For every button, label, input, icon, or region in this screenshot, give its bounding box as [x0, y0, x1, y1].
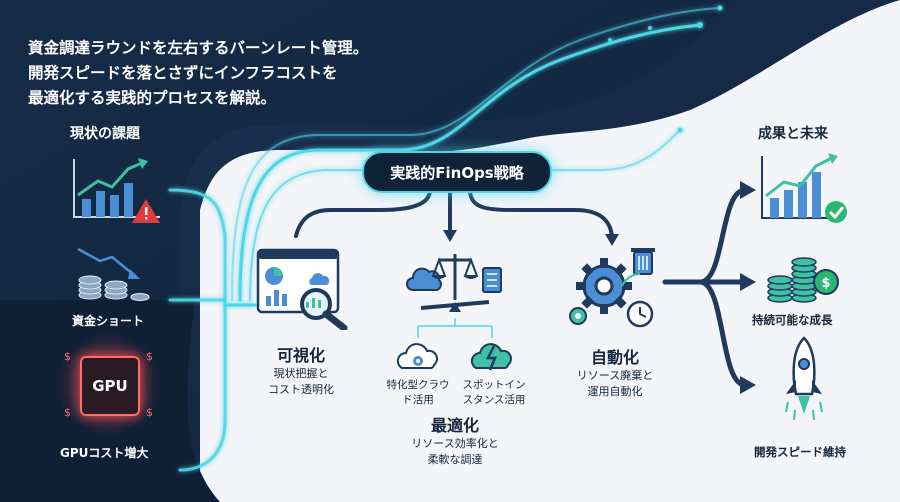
step-automate-desc: リソース廃棄と 運用自動化	[556, 368, 674, 400]
falling-coins-icon	[77, 247, 150, 301]
gpu-chip-icon: GPU	[80, 356, 140, 416]
rocket-icon	[785, 336, 823, 421]
sub-spot-instance-line-2: スタンス活用	[462, 394, 526, 406]
dashboard-magnifier-icon	[256, 248, 348, 330]
step-optimize-desc: リソース効率化と 柔軟な調達	[395, 436, 515, 468]
step-visualize-desc-line-1: 現状把握と	[273, 367, 329, 380]
gpu-chip-label: GPU	[92, 377, 128, 395]
balance-scale-icon	[406, 254, 502, 312]
step-visualize-desc: 現状把握と コスト透明化	[246, 366, 356, 398]
step-automate-desc-line-1: リソース廃棄と	[576, 369, 654, 382]
coins-stack-icon: $	[767, 257, 839, 303]
spot-instance-cloud-icon	[470, 343, 512, 371]
left-item-gpu-cost: GPUコスト増大	[60, 446, 149, 460]
sub-spot-instance-line-1: スポットイン	[462, 379, 526, 391]
step-visualize-desc-line-2: コスト透明化	[268, 383, 334, 396]
dollar-sign-icon: $	[146, 406, 153, 419]
headline-line-3: 最適化する実践的プロセスを解説。	[28, 89, 277, 107]
right-item-sustainable-growth: 持続可能な成長	[752, 313, 833, 327]
step-optimize-desc-line-1: リソース効率化と	[411, 437, 499, 450]
right-section-title: 成果と未来	[758, 126, 828, 142]
strategy-title-pill: 実践的FinOps戦略	[362, 151, 552, 193]
dollar-sign-icon: $	[64, 406, 71, 419]
headline-line-1: 資金調達ラウンドを左右するバーンレート管理。	[28, 39, 369, 57]
step-optimize-desc-line-2: 柔軟な調達	[427, 453, 483, 466]
step-automate-title: 自動化	[590, 348, 639, 367]
dollar-sign-icon: $	[146, 350, 153, 363]
sub-specialized-cloud-label: 特化型クラウ ド活用	[378, 378, 458, 408]
sub-specialized-cloud-line-1: 特化型クラウ	[386, 379, 450, 391]
step-optimize-title: 最適化	[430, 416, 479, 435]
step-automate-desc-line-2: 運用自動化	[587, 385, 643, 398]
left-section-title: 現状の課題	[70, 126, 140, 142]
strategy-title: 実践的FinOps戦略	[390, 163, 524, 182]
rising-cost-chart-icon	[73, 158, 160, 223]
svg-text:$: $	[821, 276, 830, 291]
gears-automation-icon	[569, 248, 655, 328]
left-item-funding-shortage: 資金ショート	[72, 314, 145, 328]
headline-line-2: 開発スピードを落とさずにインフラコストを	[28, 64, 338, 82]
dollar-sign-icon: $	[64, 350, 71, 363]
sub-spot-instance-label: スポットイン スタンス活用	[452, 378, 536, 408]
headline: 資金調達ラウンドを左右するバーンレート管理。 開発スピードを落とさずにインフラコ…	[28, 36, 458, 111]
right-item-dev-speed: 開発スピード維持	[754, 445, 846, 459]
specialized-cloud-icon	[396, 343, 438, 369]
growth-chart-check-icon	[761, 153, 847, 223]
sub-specialized-cloud-line-2: ド活用	[402, 394, 434, 406]
step-visualize-title: 可視化	[276, 346, 325, 365]
